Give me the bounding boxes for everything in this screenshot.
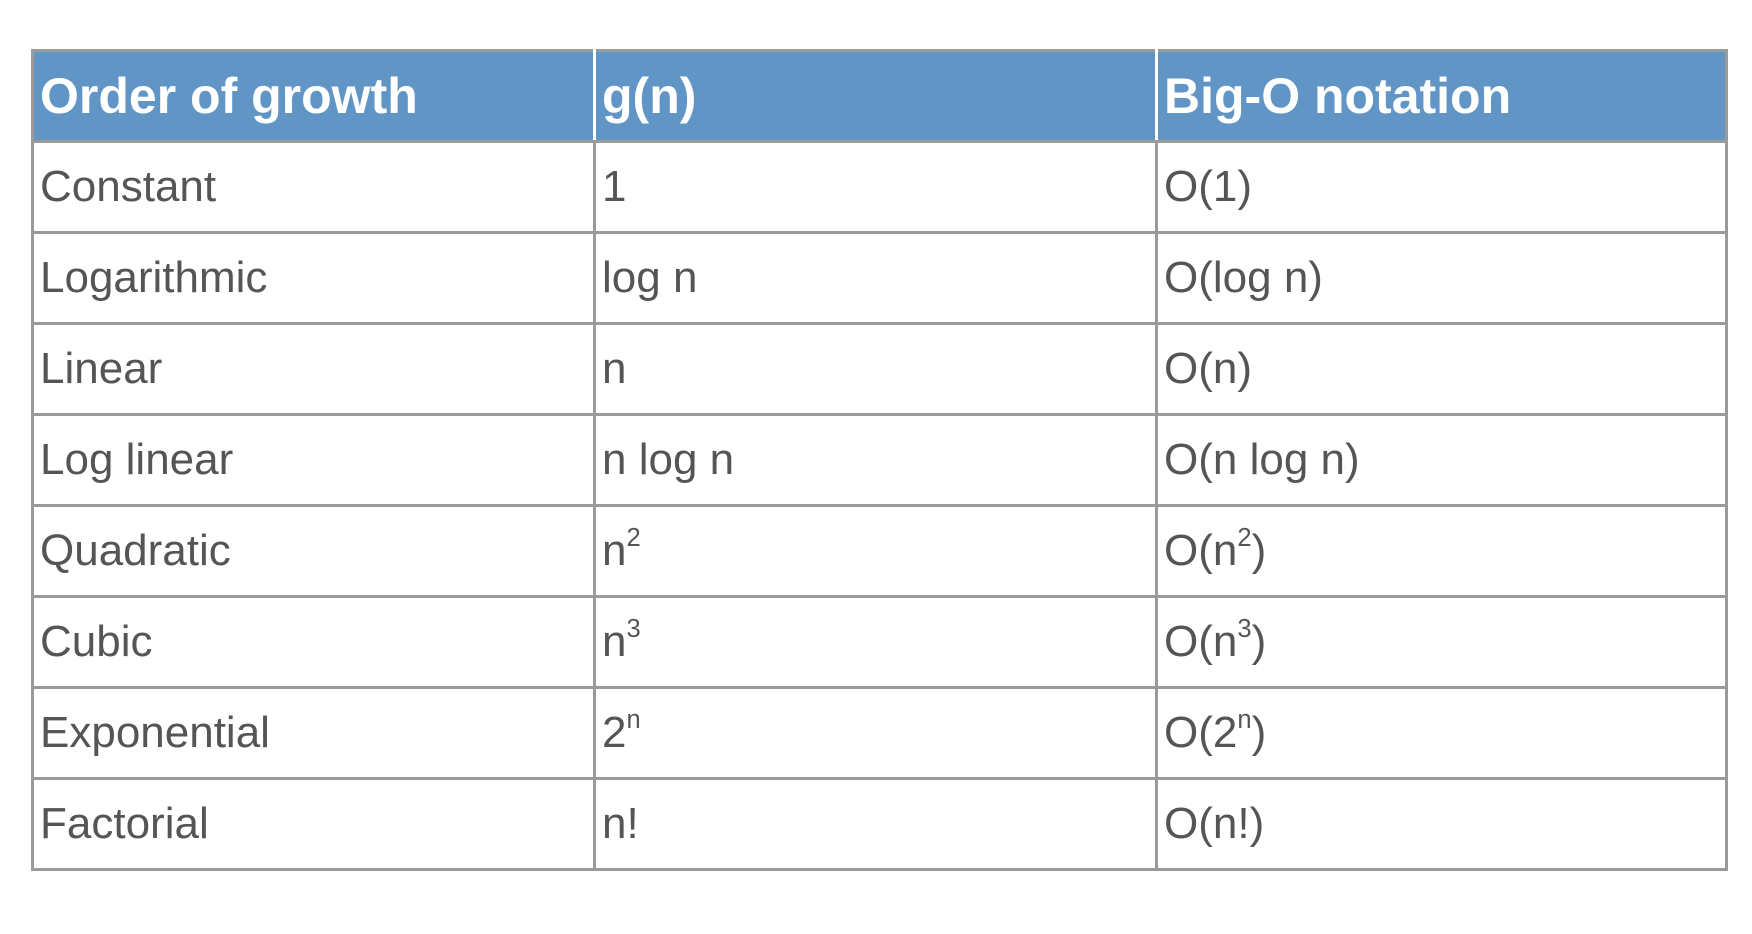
bigo-post: ) [1251, 617, 1267, 666]
table-row: Exponential 2n O(2n) [31, 686, 1728, 780]
cell-big-o: O(n2) [1155, 504, 1728, 598]
growth-table-container: Order of growth g(n) Big-O notation Cons… [31, 49, 1728, 871]
table-row: Log linear n log n O(n log n) [31, 413, 1728, 507]
header-g-of-n: g(n) [593, 49, 1158, 143]
g-superscript: 3 [626, 614, 641, 643]
cell-order: Log linear [31, 413, 596, 507]
header-order-of-growth: Order of growth [31, 49, 596, 143]
cell-g-of-n: n [593, 322, 1158, 416]
bigo-superscript: 2 [1237, 523, 1252, 552]
cell-g-of-n: 1 [593, 140, 1158, 234]
cell-order: Cubic [31, 595, 596, 689]
cell-order: Linear [31, 322, 596, 416]
bigo-superscript: n [1237, 705, 1252, 734]
g-base: n [602, 344, 627, 393]
bigo-superscript: 3 [1237, 614, 1252, 643]
cell-g-of-n: log n [593, 231, 1158, 325]
table-row: Logarithmic log n O(log n) [31, 231, 1728, 325]
header-big-o-notation: Big-O notation [1155, 49, 1728, 143]
cell-g-of-n: n3 [593, 595, 1158, 689]
cell-g-of-n: n! [593, 777, 1158, 871]
cell-big-o: O(1) [1155, 140, 1728, 234]
cell-big-o: O(n log n) [1155, 413, 1728, 507]
cell-order: Constant [31, 140, 596, 234]
header-row: Order of growth g(n) Big-O notation [31, 49, 1728, 143]
g-base: n [602, 617, 627, 666]
g-base: log n [602, 253, 698, 302]
cell-big-o: O(n!) [1155, 777, 1728, 871]
bigo-pre: O(n) [1164, 344, 1252, 393]
g-base: n [602, 526, 627, 575]
bigo-pre: O(log n) [1164, 253, 1323, 302]
bigo-post: ) [1251, 708, 1267, 757]
table-row: Factorial n! O(n!) [31, 777, 1728, 871]
table-row: Quadratic n2 O(n2) [31, 504, 1728, 598]
cell-big-o: O(2n) [1155, 686, 1728, 780]
bigo-post: ) [1251, 526, 1267, 575]
cell-order: Logarithmic [31, 231, 596, 325]
cell-order: Quadratic [31, 504, 596, 598]
g-base: 1 [602, 162, 627, 211]
g-base: n! [602, 799, 639, 848]
cell-g-of-n: n2 [593, 504, 1158, 598]
bigo-pre: O(n [1164, 617, 1238, 666]
table-row: Cubic n3 O(n3) [31, 595, 1728, 689]
bigo-pre: O(2 [1164, 708, 1238, 757]
bigo-pre: O(n log n) [1164, 435, 1360, 484]
growth-table: Order of growth g(n) Big-O notation Cons… [31, 49, 1728, 871]
table-body: Constant 1 O(1) Logarithmic log n O(log … [31, 140, 1728, 871]
table-header: Order of growth g(n) Big-O notation [31, 49, 1728, 143]
cell-g-of-n: n log n [593, 413, 1158, 507]
table-row: Linear n O(n) [31, 322, 1728, 416]
cell-g-of-n: 2n [593, 686, 1158, 780]
bigo-pre: O(n!) [1164, 799, 1265, 848]
g-superscript: n [626, 705, 641, 734]
g-superscript: 2 [626, 523, 641, 552]
cell-order: Factorial [31, 777, 596, 871]
g-base: n log n [602, 435, 735, 484]
table-row: Constant 1 O(1) [31, 140, 1728, 234]
cell-order: Exponential [31, 686, 596, 780]
cell-big-o: O(log n) [1155, 231, 1728, 325]
bigo-pre: O(n [1164, 526, 1238, 575]
bigo-pre: O(1) [1164, 162, 1252, 211]
cell-big-o: O(n) [1155, 322, 1728, 416]
cell-big-o: O(n3) [1155, 595, 1728, 689]
g-base: 2 [602, 708, 627, 757]
